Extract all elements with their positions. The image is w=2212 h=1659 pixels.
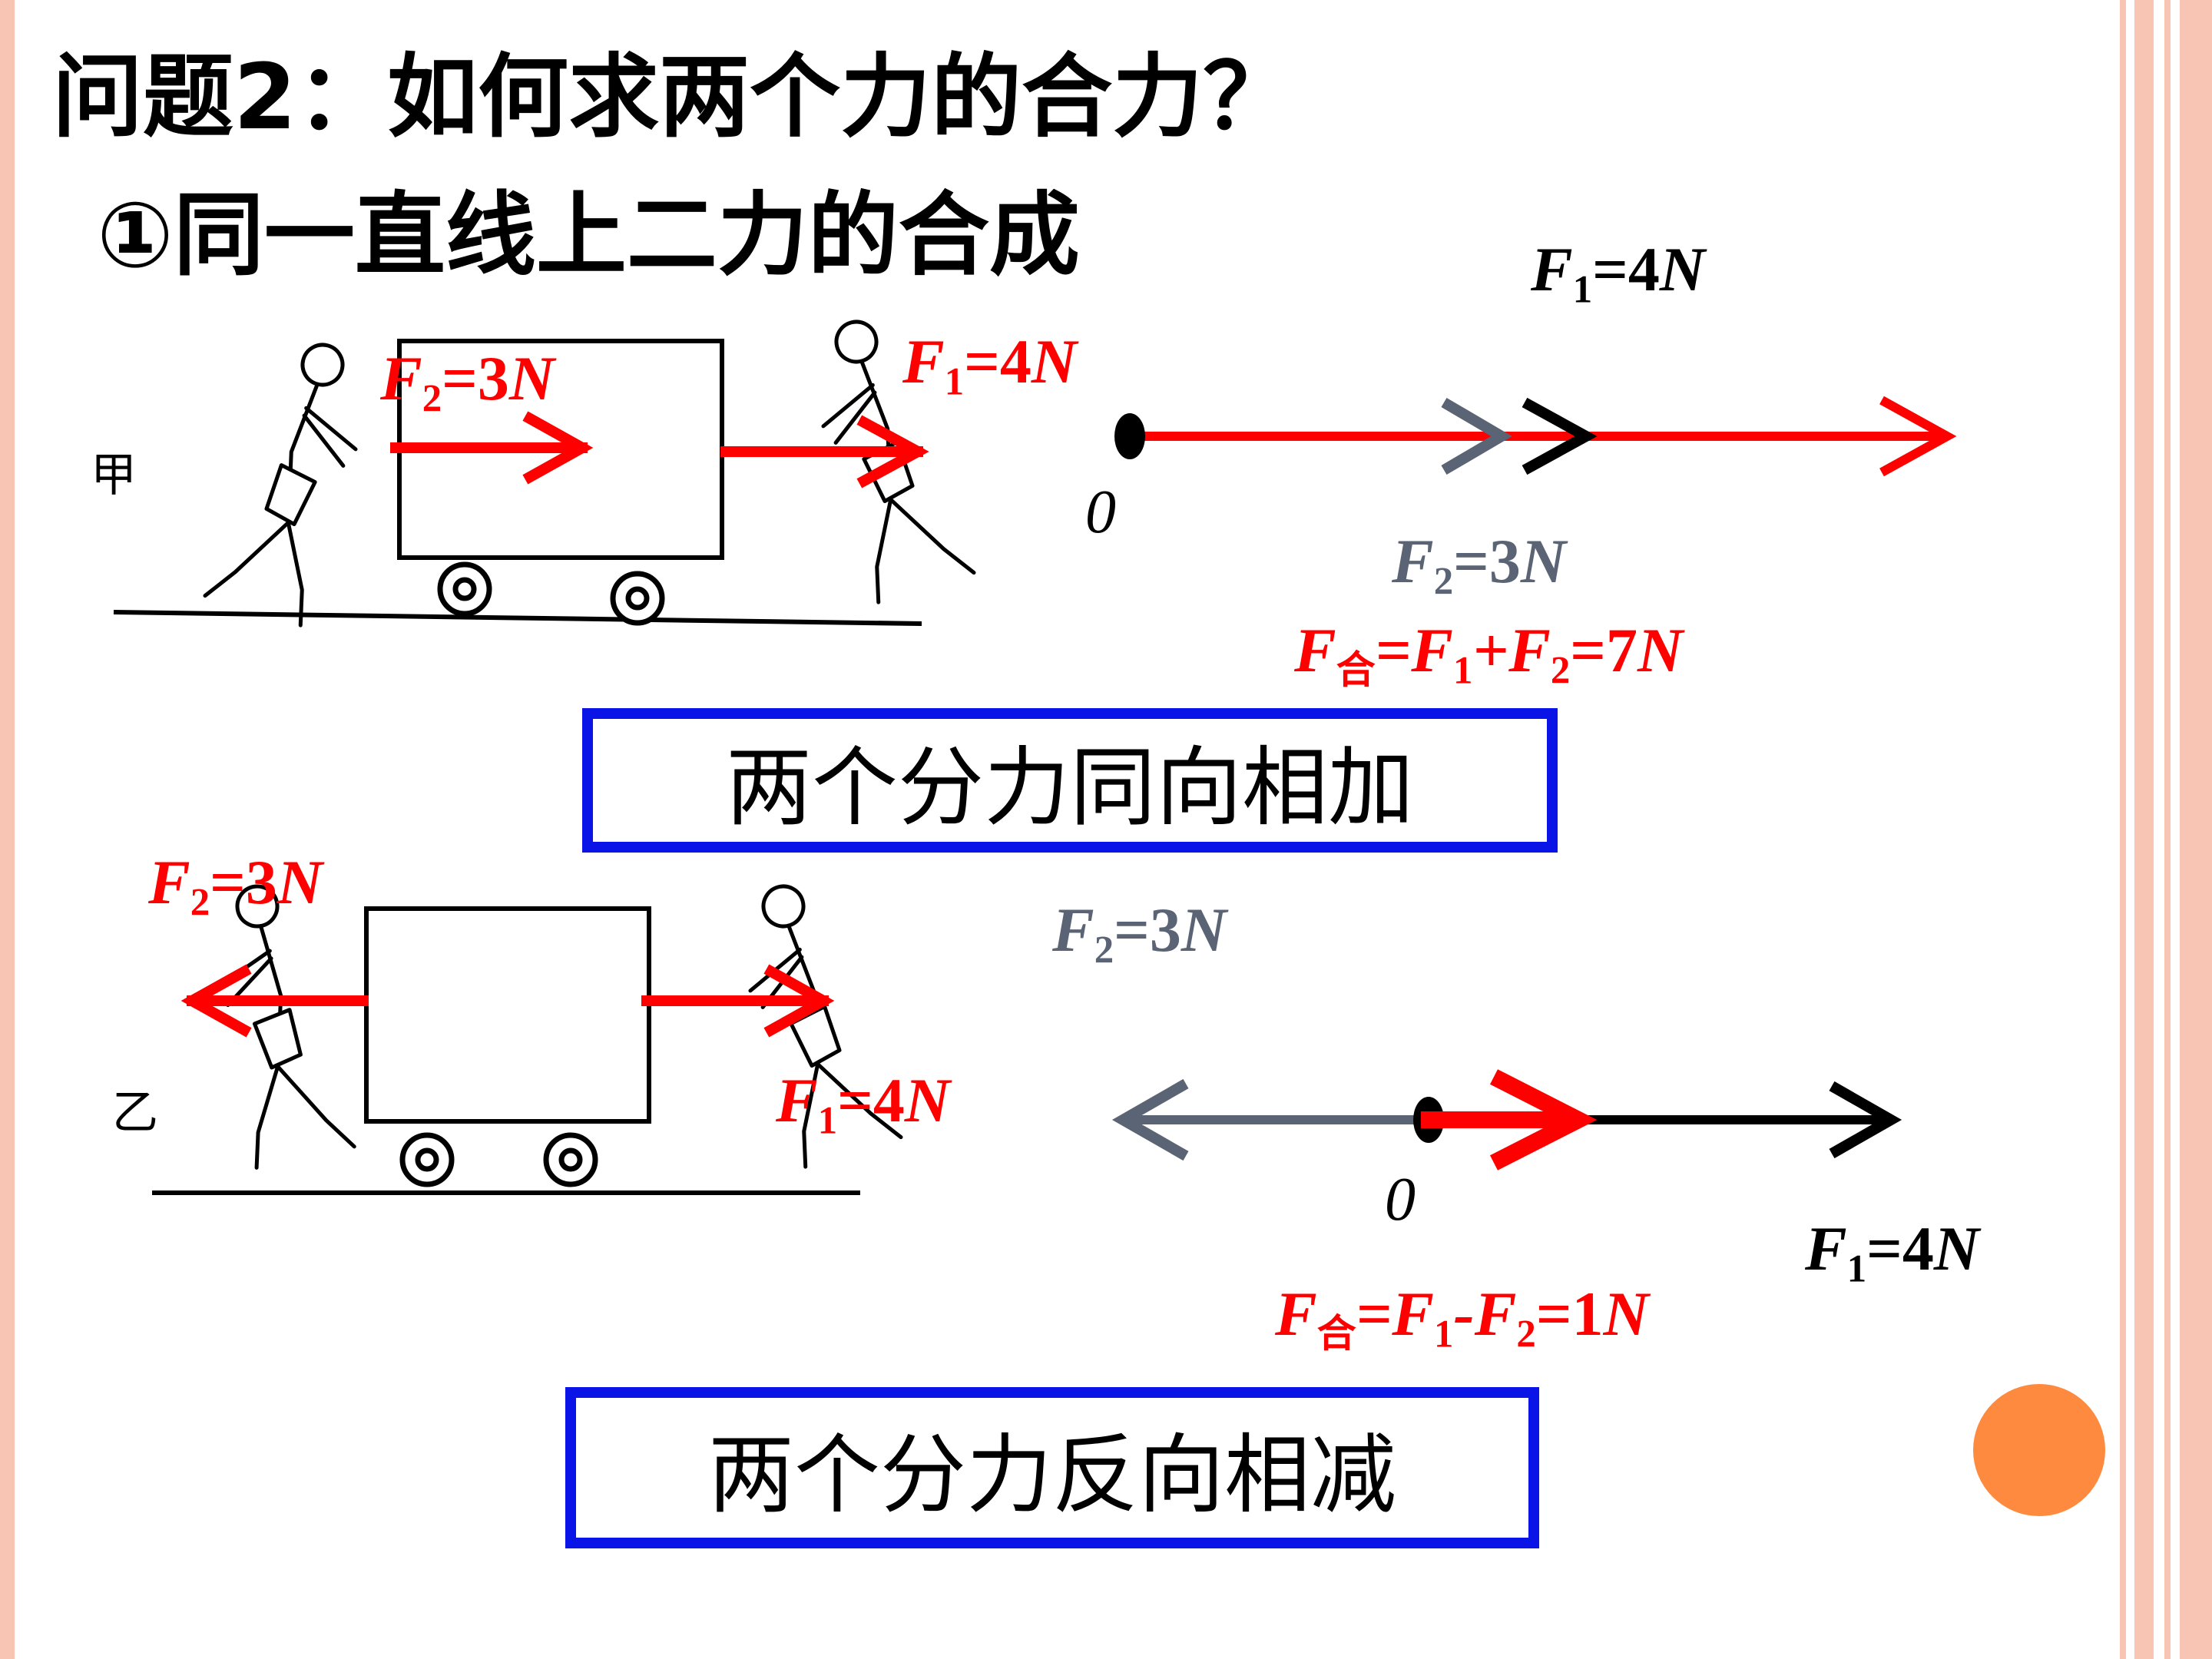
force-arrow-icon: [180, 964, 369, 1038]
ground-line: [113, 610, 922, 626]
scene-top-f2-label: F2=3N: [380, 343, 555, 420]
scene-top: [113, 309, 975, 628]
diagram-bottom-resultant-formula: F合=F1-F2=1N: [1275, 1279, 1649, 1356]
force-diagram-top: [1114, 396, 1957, 477]
diagram-top-f1-label: F1=4N: [1531, 234, 1706, 311]
cart-wheel-icon: [399, 1132, 598, 1187]
scene-label-jia: 甲: [91, 449, 137, 502]
frame-right-stripe: [2180, 0, 2212, 1659]
force-arrow-icon: [720, 415, 929, 488]
cart-wheel-icon: [437, 561, 665, 626]
rule-box-same-direction: 两个分力同向相加: [582, 708, 1558, 853]
cart-icon: [364, 906, 651, 1124]
scene-bottom-f1-label: F1=4N: [776, 1065, 951, 1142]
force-diagram-bottom: [1111, 1069, 1902, 1171]
resultant-arrowhead-icon: [1490, 1069, 1598, 1171]
scene-bottom: [152, 873, 902, 1195]
diagram-top-resultant-formula: F合=F1+F2=7N: [1294, 615, 1684, 692]
scene-label-yi: 乙: [112, 1086, 158, 1140]
diagram-top-origin-label: 0: [1085, 478, 1116, 546]
scene-top-f1-label: F1=4N: [902, 326, 1078, 403]
force-arrow-icon: [641, 964, 835, 1038]
rule-box-opposite-direction: 两个分力反向相减: [565, 1387, 1539, 1548]
accent-circle-icon: [1973, 1384, 2105, 1516]
f2-arrowhead-icon: [1111, 1078, 1189, 1161]
f1-arrowhead-icon: [1829, 1081, 1902, 1159]
diagram-bottom-f1-label: F1=4N: [1805, 1214, 1980, 1290]
frame-right-stripe: [2164, 0, 2171, 1659]
f1-arrowhead-icon: [1522, 397, 1598, 475]
page-title: 问题2：如何求两个力的合力？: [52, 44, 1294, 150]
person-pushing-icon: [204, 332, 380, 628]
diagram-top-f2-label: F2=3N: [1392, 526, 1567, 603]
scene-bottom-f2-label: F2=3N: [148, 847, 323, 924]
frame-right-stripe: [2120, 0, 2126, 1659]
origin-point-icon: [1114, 413, 1145, 459]
diagram-bottom-f2-label: F2=3N: [1052, 895, 1227, 972]
force-arrow-icon: [390, 411, 594, 485]
section-subtitle: ①同一直线上二力的合成: [97, 182, 1080, 288]
f2-arrowhead-icon: [1441, 397, 1512, 475]
frame-left-stripe: [0, 0, 15, 1659]
frame-right-stripe: [2134, 0, 2154, 1659]
resultant-arrowhead-icon: [1879, 396, 1957, 477]
diagram-bottom-origin-label: 0: [1385, 1166, 1416, 1233]
